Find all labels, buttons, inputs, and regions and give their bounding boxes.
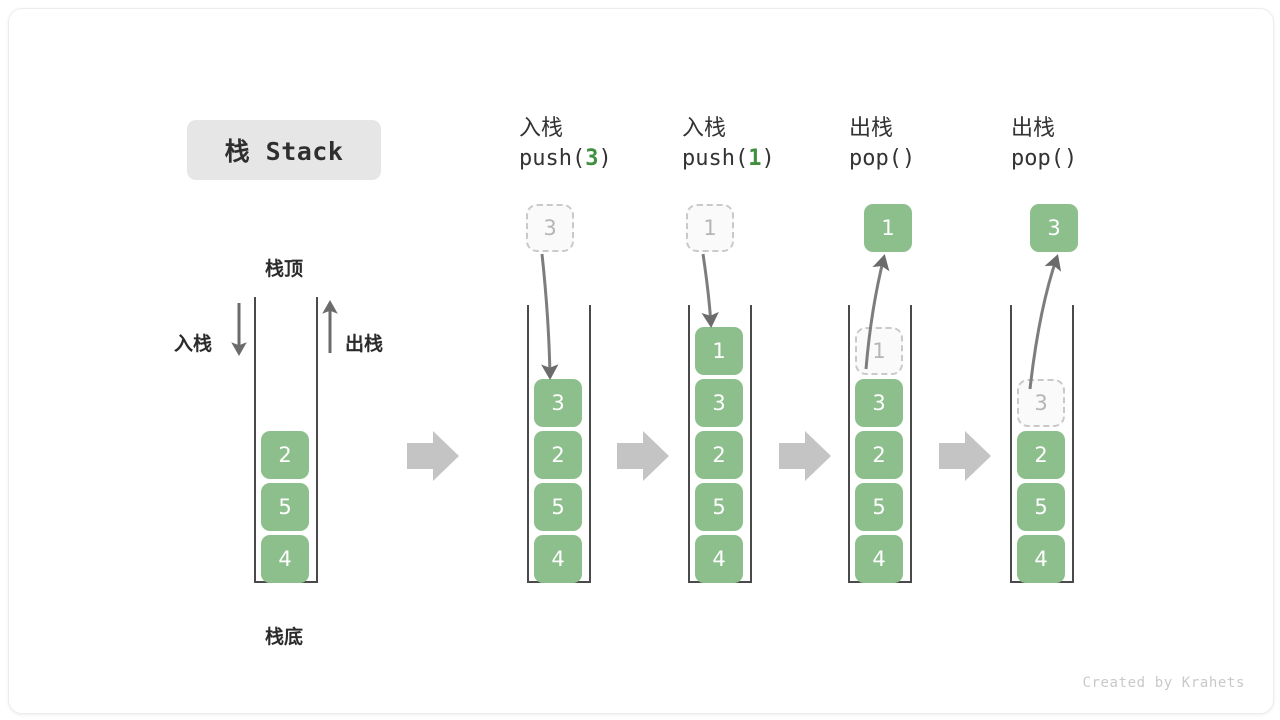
stack-cell: 5 — [261, 483, 309, 531]
stage-transition-arrow — [407, 431, 459, 481]
stack-wall-left — [527, 305, 529, 581]
floating-cell-push-1: 1 — [686, 204, 734, 252]
stage-header-line1: 入栈 — [682, 116, 727, 141]
stack-wall-left — [848, 305, 850, 581]
stack-wall-right — [750, 305, 752, 581]
stage-header-line1: 出栈 — [849, 116, 894, 141]
stack-cell: 4 — [855, 535, 903, 583]
stack-wall-right — [316, 297, 318, 581]
stack-cell: 5 — [855, 483, 903, 531]
stack-top-label: 栈顶 — [265, 258, 304, 280]
stage-header-pop-1: 出栈 pop() — [849, 114, 1049, 175]
stage-header-push-1: 入栈 push(1) — [682, 114, 882, 175]
stack-bottom-label: 栈底 — [265, 626, 304, 648]
stage-header-prefix: push( — [519, 146, 586, 172]
stack-cell: 1 — [855, 327, 903, 375]
stage-header-line2: push(3) — [519, 144, 719, 174]
stage-header-suffix: ) — [598, 146, 612, 172]
stack-cell: 3 — [695, 379, 743, 427]
stack-wall-right — [1072, 305, 1074, 581]
stage-header-line1: 入栈 — [519, 116, 564, 141]
stage-header-prefix: pop( — [1011, 146, 1064, 172]
stack-cell: 2 — [261, 431, 309, 479]
stack-cell: 3 — [534, 379, 582, 427]
stack-cell: 4 — [534, 535, 582, 583]
stage-transition-arrow — [617, 431, 669, 481]
stack-cell: 3 — [1017, 379, 1065, 427]
push-direction-label: 入栈 — [174, 333, 213, 355]
floating-cell-pop-3: 3 — [1030, 204, 1078, 252]
stack-cell: 4 — [1017, 535, 1065, 583]
stack-cell: 4 — [261, 535, 309, 583]
diagram-canvas: 栈 Stack 栈顶 栈底 入栈 出栈 入栈 push(3) 入栈 push(1… — [8, 8, 1274, 714]
stack-cell: 5 — [1017, 483, 1065, 531]
stage-transition-arrow — [779, 431, 831, 481]
stack-cell: 1 — [695, 327, 743, 375]
stage-header-line2: pop() — [849, 144, 1049, 174]
diagram-title-text: 栈 Stack — [224, 137, 344, 166]
stage-header-arg: 3 — [585, 146, 599, 172]
stage-header-suffix: ) — [1063, 146, 1078, 172]
stack-cell: 5 — [695, 483, 743, 531]
pop-direction-label: 出栈 — [345, 333, 384, 355]
stack-cell: 3 — [855, 379, 903, 427]
stack-cell: 2 — [695, 431, 743, 479]
stack-cell: 4 — [695, 535, 743, 583]
stack-wall-right — [589, 305, 591, 581]
stage-header-pop-3: 出栈 pop() — [1011, 114, 1211, 175]
diagram-title-badge: 栈 Stack — [187, 120, 381, 180]
push-1-flow-arrow — [701, 253, 719, 328]
stage-header-line1: 出栈 — [1011, 116, 1056, 141]
stack-wall-right — [910, 305, 912, 581]
stack-cell: 2 — [1017, 431, 1065, 479]
stage-header-suffix: ) — [901, 146, 916, 172]
pop-3-flow-arrow — [1028, 254, 1062, 390]
stack-cell: 5 — [534, 483, 582, 531]
stage-header-arg: 1 — [748, 146, 762, 172]
stage-header-line2: pop() — [1011, 144, 1211, 174]
stack-wall-left — [688, 305, 690, 581]
push-3-flow-arrow — [540, 253, 559, 380]
stage-transition-arrow — [939, 431, 991, 481]
stage-header-push-3: 入栈 push(3) — [519, 114, 719, 175]
stage-header-prefix: pop( — [849, 146, 902, 172]
stage-header-line2: push(1) — [682, 144, 882, 174]
floating-cell-pop-1: 1 — [864, 204, 912, 252]
stack-wall-left — [1010, 305, 1012, 581]
stack-cell: 2 — [855, 431, 903, 479]
stack-cell: 2 — [534, 431, 582, 479]
stage-header-prefix: push( — [682, 146, 749, 172]
stack-wall-left — [254, 297, 256, 581]
footer-credit: Created by Krahets — [1082, 675, 1245, 691]
floating-cell-push-3: 3 — [526, 204, 574, 252]
stage-header-suffix: ) — [761, 146, 775, 172]
